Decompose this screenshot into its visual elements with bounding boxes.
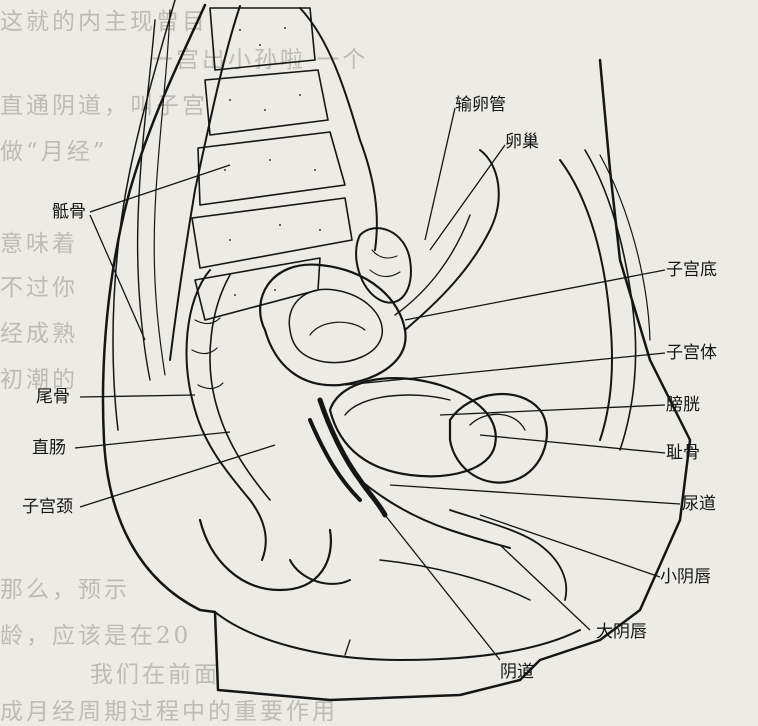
- rectum: [187, 270, 266, 560]
- label-pubic-bone: 耻骨: [666, 443, 700, 463]
- label-urethra: 尿道: [682, 494, 716, 514]
- abdominal-wall: [560, 160, 612, 440]
- fallopian-tube: [405, 150, 499, 330]
- label-uterine-body: 子宫体: [666, 343, 717, 363]
- back-skin-line: [113, 0, 175, 430]
- label-bladder: 膀胱: [666, 395, 700, 415]
- thigh-base: [215, 612, 580, 660]
- label-uterine-fundus: 子宫底: [666, 260, 717, 280]
- label-labia-majora: 大阴唇: [596, 622, 647, 642]
- label-rectum: 直肠: [32, 438, 66, 458]
- pubic-bone: [450, 394, 547, 483]
- label-cervix: 子宫颈: [22, 497, 73, 517]
- uterus: [260, 265, 405, 386]
- label-vagina: 阴道: [500, 662, 534, 682]
- body-outline: [103, 5, 690, 700]
- label-fallopian-tube: 输卵管: [455, 95, 506, 115]
- label-labia-minora: 小阴唇: [660, 567, 711, 587]
- leader-lines: [75, 108, 680, 660]
- label-sacrum: 骶骨: [52, 202, 86, 222]
- labia-outline: [450, 510, 566, 600]
- label-coccyx: 尾骨: [36, 387, 70, 407]
- label-ovary: 卵巢: [505, 132, 539, 152]
- sacrum-vertebrae: [138, 6, 377, 380]
- bladder: [330, 378, 496, 476]
